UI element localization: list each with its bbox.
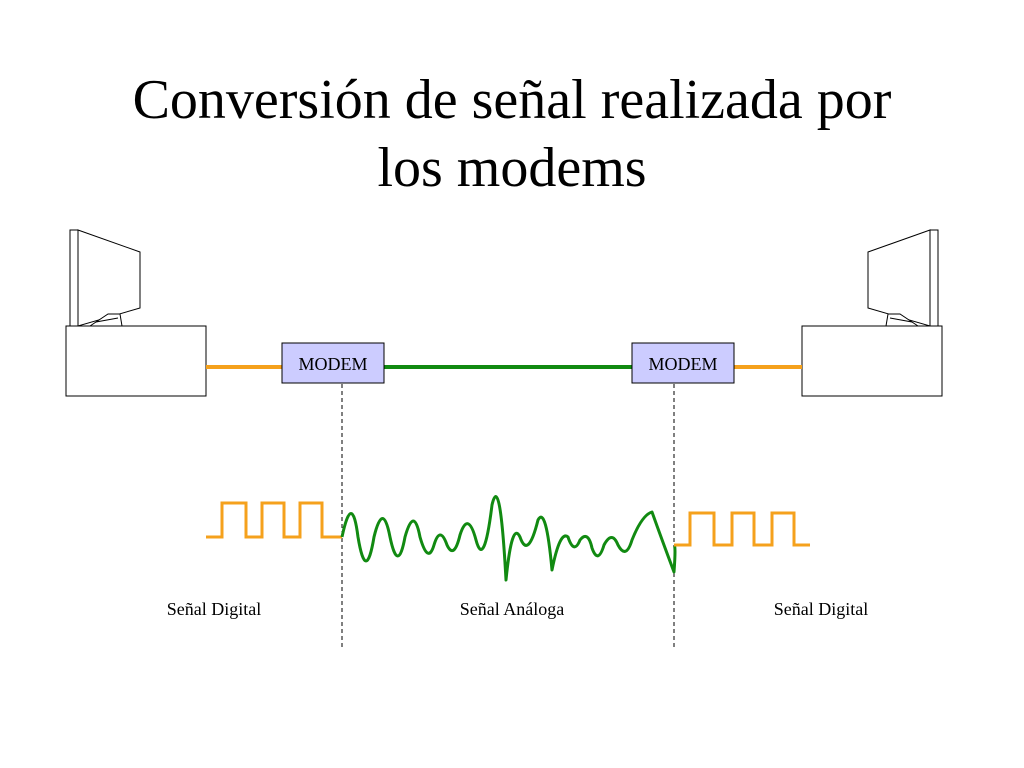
digital-signal-left: [206, 501, 342, 539]
signal-label-left: Señal Digital: [167, 599, 261, 619]
digital-signal-right: [674, 511, 810, 547]
signal-label-right: Señal Digital: [774, 599, 868, 619]
analog-signal: [340, 495, 677, 582]
computer-right-icon: [801, 229, 943, 397]
modem-right-label: MODEM: [648, 354, 717, 374]
signal-label-middle: Señal Análoga: [460, 599, 564, 619]
computer-left-icon: [65, 229, 207, 397]
slide-title-line2: los modems: [377, 137, 647, 199]
slide-title: Conversión de señal realizada por los mo…: [40, 66, 984, 202]
modem-left-label: MODEM: [298, 354, 367, 374]
slide-title-line1: Conversión de señal realizada por: [132, 69, 892, 131]
modem-left: MODEM: [281, 342, 385, 384]
modem-right: MODEM: [631, 342, 735, 384]
